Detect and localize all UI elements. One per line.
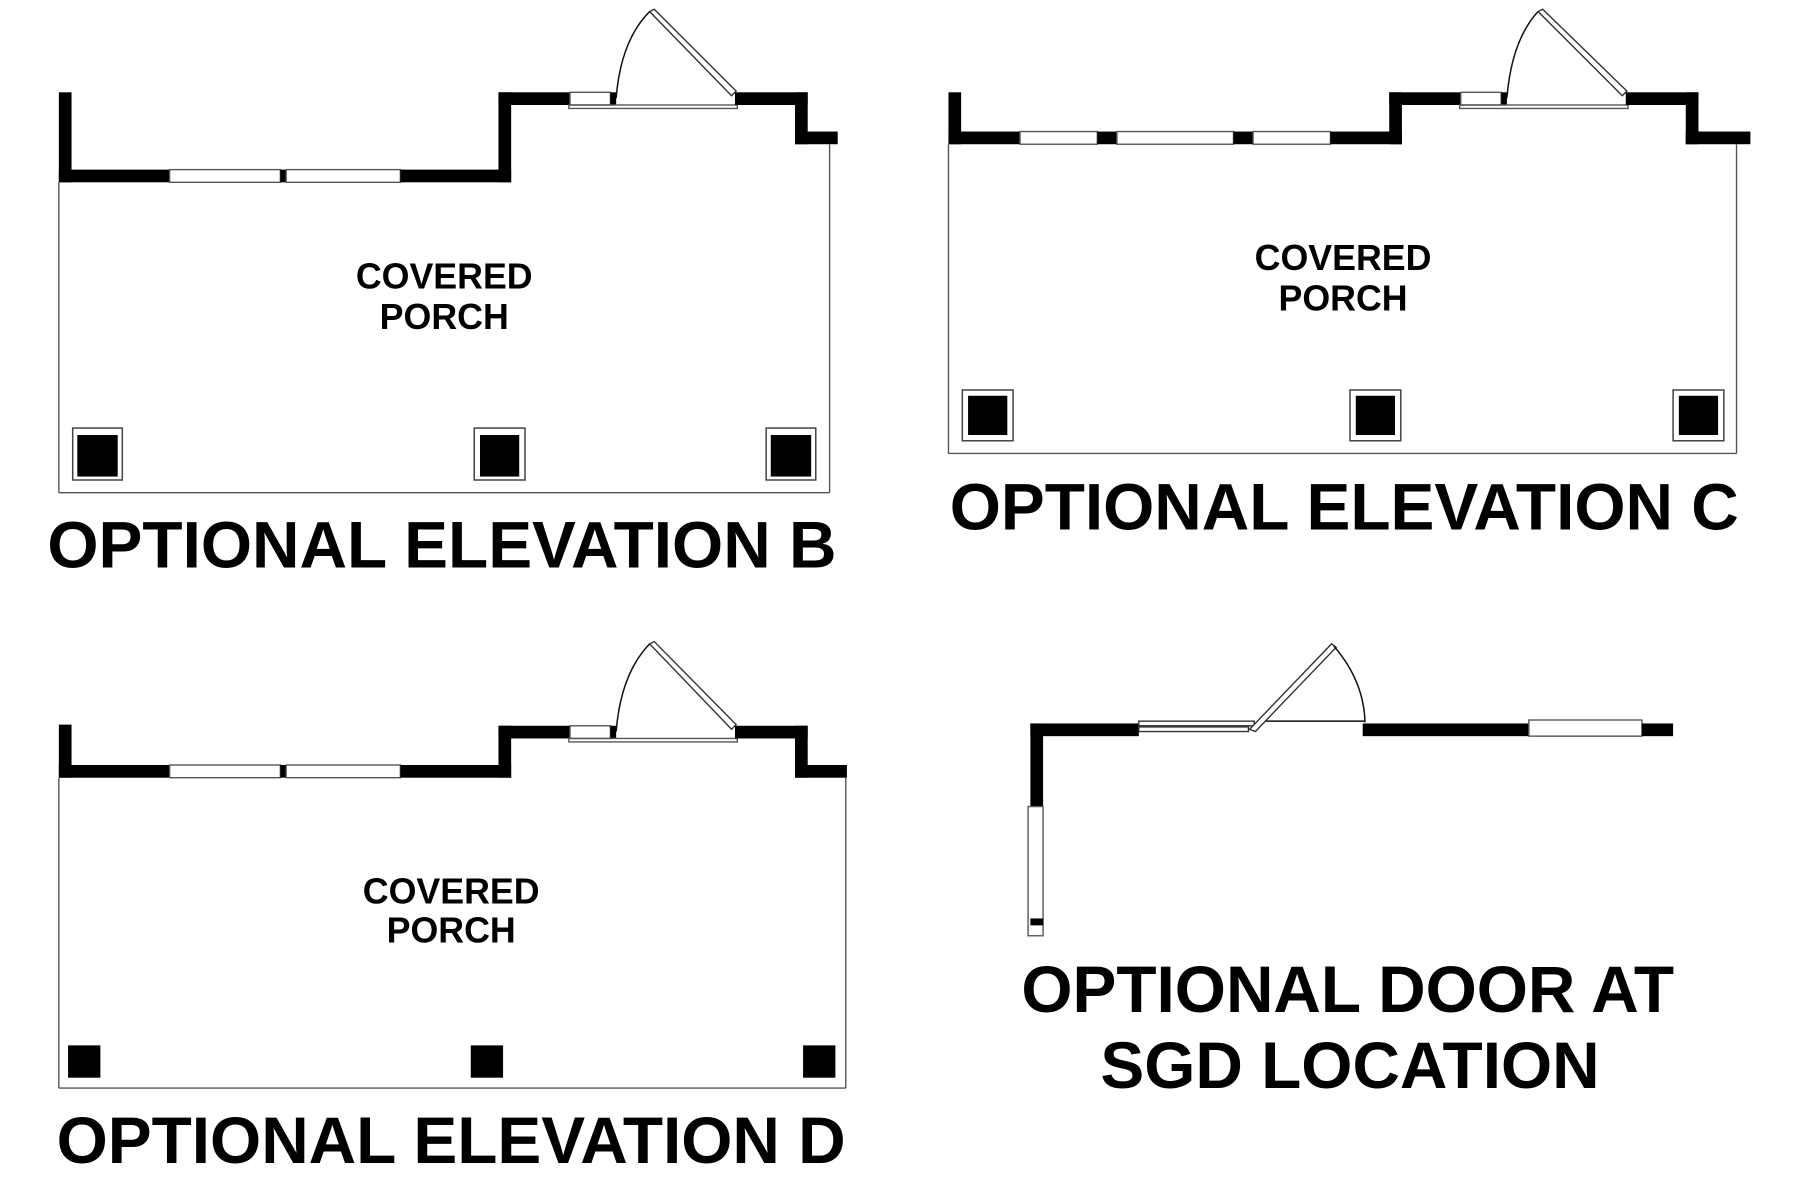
- door-leaf: [1248, 642, 1338, 733]
- fixed-panel: [1138, 726, 1250, 733]
- wall: [1641, 723, 1674, 737]
- threshold: [568, 104, 738, 110]
- door-leaf: [648, 640, 738, 731]
- wall: [1030, 723, 1044, 807]
- window: [1027, 805, 1044, 937]
- window: [1528, 719, 1643, 737]
- plan-door-at-sgd: OPTIONAL DOOR AT SGD LOCATION: [1021, 642, 1674, 1102]
- wall: [1389, 92, 1402, 145]
- sidelite: [569, 91, 612, 106]
- wall: [1330, 131, 1402, 145]
- plan-elevation-d: COVERED PORCH OPTIONAL ELEVATION D: [57, 640, 847, 1177]
- threshold: [568, 737, 738, 743]
- wall: [498, 725, 512, 778]
- wall: [735, 92, 808, 105]
- wall: [1685, 131, 1751, 145]
- plan-title: OPTIONAL ELEVATION D: [57, 1103, 846, 1177]
- wall: [1501, 92, 1507, 105]
- column-core: [1678, 395, 1719, 435]
- sidelite: [1460, 91, 1502, 106]
- column: [470, 1045, 504, 1078]
- wall: [498, 725, 570, 739]
- column: [68, 1045, 101, 1078]
- wall: [795, 725, 808, 778]
- column-core: [968, 395, 1008, 435]
- wall: [1030, 723, 1139, 737]
- plan-title: OPTIONAL ELEVATION B: [47, 508, 836, 582]
- door-swing-arc: [615, 643, 651, 732]
- column-core: [77, 435, 118, 477]
- window: [168, 168, 282, 183]
- wall: [1625, 92, 1699, 105]
- threshold: [1458, 104, 1629, 110]
- wall: [58, 724, 72, 778]
- wall: [610, 725, 617, 739]
- column-core: [770, 435, 812, 477]
- wall: [498, 92, 512, 183]
- window: [168, 764, 282, 779]
- room-label: COVERED: [363, 871, 540, 911]
- wall: [1233, 131, 1254, 145]
- mullion: [280, 169, 287, 183]
- wall: [498, 92, 570, 105]
- wall: [1685, 92, 1699, 145]
- plan-title: SGD LOCATION: [1100, 1028, 1599, 1102]
- plan-title: OPTIONAL DOOR AT: [1021, 952, 1674, 1026]
- window: [285, 764, 402, 779]
- window: [1252, 130, 1332, 145]
- room-label: PORCH: [387, 911, 516, 951]
- plan-elevation-c: COVERED PORCH OPTIONAL ELEVATION C: [947, 8, 1751, 544]
- wall: [1362, 723, 1529, 737]
- door-leaf: [1536, 8, 1628, 97]
- column-core: [480, 435, 520, 477]
- room-label: COVERED: [356, 256, 533, 296]
- column: [803, 1045, 836, 1078]
- mullion: [280, 765, 287, 778]
- plan-elevation-b: COVERED PORCH OPTIONAL ELEVATION B: [47, 8, 838, 582]
- column-core: [1355, 395, 1395, 435]
- wall: [58, 169, 170, 183]
- wall: [795, 131, 838, 145]
- wall: [58, 92, 72, 183]
- wall: [735, 725, 808, 739]
- window: [285, 168, 402, 183]
- fixed-panel: [1138, 720, 1255, 727]
- wall: [400, 765, 512, 778]
- wall: [1389, 92, 1461, 105]
- door-swing-arc: [1333, 645, 1366, 723]
- sidelite: [569, 725, 612, 740]
- wall: [58, 765, 170, 778]
- door-leaf: [648, 8, 738, 97]
- door-swing-arc: [1506, 11, 1539, 99]
- room-label: PORCH: [380, 297, 509, 337]
- wall: [795, 765, 847, 778]
- window: [1116, 130, 1235, 145]
- door-swing-arc: [615, 11, 651, 99]
- wall: [1030, 918, 1044, 926]
- wall: [610, 92, 617, 105]
- room-label: COVERED: [1255, 238, 1432, 278]
- plan-title: OPTIONAL ELEVATION C: [950, 470, 1739, 544]
- wall: [1097, 131, 1117, 145]
- wall: [948, 131, 1020, 145]
- wall: [795, 92, 808, 145]
- room-label: PORCH: [1279, 278, 1408, 318]
- wall: [948, 92, 962, 145]
- window: [1019, 130, 1098, 145]
- wall: [400, 169, 512, 183]
